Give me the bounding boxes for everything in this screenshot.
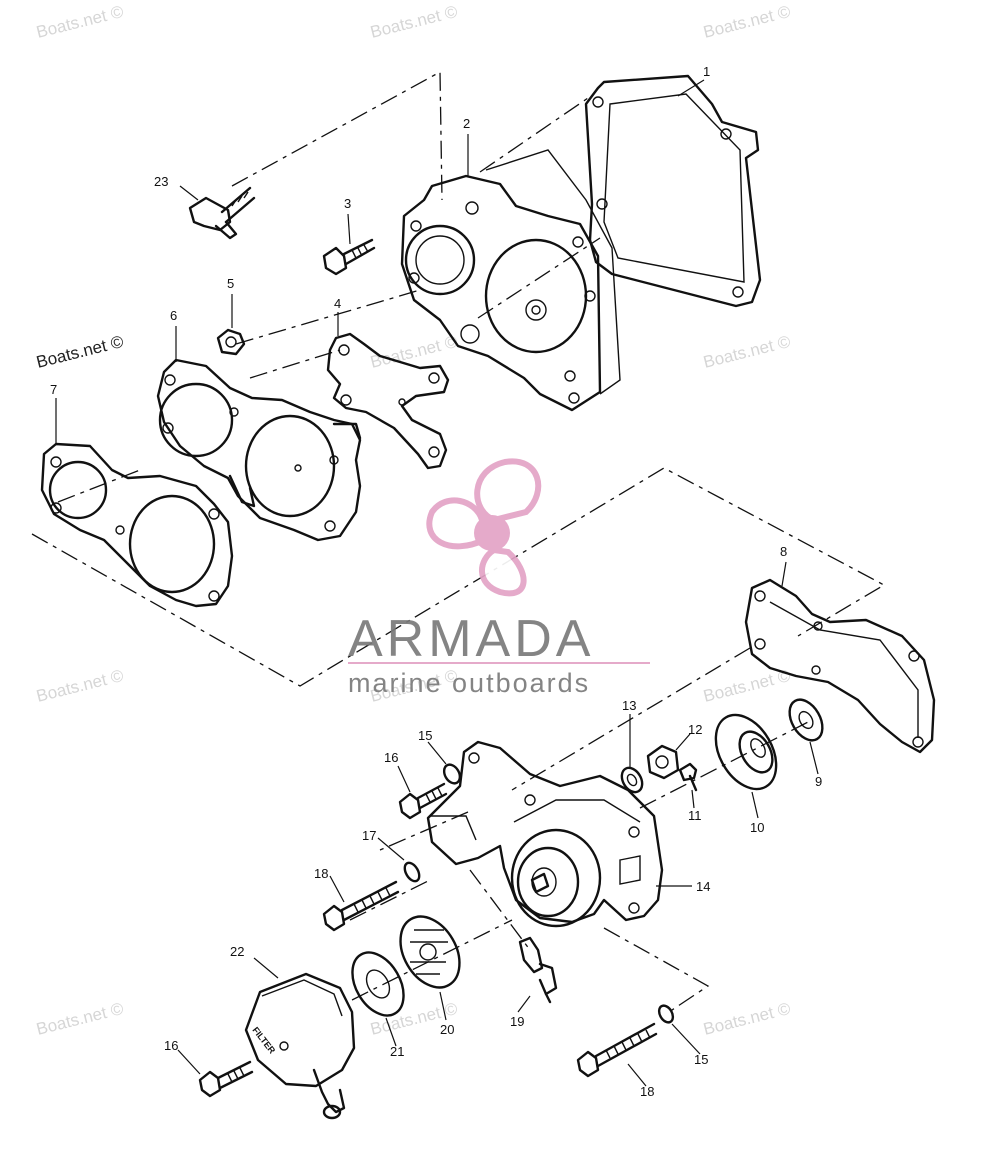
callout-8: 8 — [780, 544, 787, 559]
callout-3: 3 — [344, 196, 351, 211]
part-17-washer — [403, 861, 421, 883]
watermark: Boats.net © — [701, 332, 792, 372]
part-4-bracket — [326, 332, 450, 470]
part-13-washer — [620, 766, 644, 794]
watermarks: Boats.net © Boats.net © Boats.net © Boat… — [34, 2, 792, 1039]
assembly-lines — [31, 70, 886, 1015]
watermark: Boats.net © — [34, 999, 125, 1039]
watermark: Boats.net © — [368, 2, 459, 42]
callout-7: 7 — [50, 382, 57, 397]
part-6-pump-body — [156, 358, 362, 542]
callout-19: 19 — [510, 1014, 524, 1029]
callout-18-lower: 18 — [640, 1084, 654, 1099]
watermark: Boats.net © — [34, 332, 125, 372]
callout-13: 13 — [622, 698, 636, 713]
leader-lines — [55, 79, 819, 1087]
part-18-screw-lower — [576, 1022, 658, 1078]
watermark: Boats.net © — [34, 2, 125, 42]
watermark: Boats.net © — [701, 999, 792, 1039]
callout-18-upper: 18 — [314, 866, 328, 881]
part-14-housing — [426, 740, 664, 928]
part-9-washer — [788, 698, 824, 742]
callout-22: 22 — [230, 944, 244, 959]
callout-12: 12 — [688, 722, 702, 737]
propeller-icon — [426, 458, 542, 597]
part-19-fitting — [518, 936, 558, 1004]
callout-4: 4 — [334, 296, 341, 311]
part-21-washer — [351, 951, 405, 1017]
callout-20: 20 — [440, 1022, 454, 1037]
propeller-hub — [474, 515, 510, 551]
watermark: Boats.net © — [701, 2, 792, 42]
callout-23: 23 — [154, 174, 168, 189]
callout-6: 6 — [170, 308, 177, 323]
part-1-gasket — [584, 74, 762, 308]
part-18-screw-upper — [322, 880, 400, 932]
callout-1: 1 — [703, 64, 710, 79]
callout-9: 9 — [815, 774, 822, 789]
callout-15-lower: 15 — [694, 1052, 708, 1067]
callout-17: 17 — [362, 828, 376, 843]
callout-10: 10 — [750, 820, 764, 835]
part-8-gasket — [744, 578, 936, 754]
part-12-fitting — [646, 744, 680, 780]
part-15-washer-upper — [442, 763, 462, 785]
callout-5: 5 — [227, 276, 234, 291]
callout-21: 21 — [390, 1044, 404, 1059]
part-16-screw-upper — [398, 782, 448, 820]
part-2-pump-plate — [400, 149, 621, 412]
logo-divider — [348, 662, 650, 664]
part-7-gasket — [40, 442, 234, 608]
logo-tagline: marine outboards — [348, 668, 590, 698]
callout-2: 2 — [463, 116, 470, 131]
callout-16-upper: 16 — [384, 750, 398, 765]
part-20-impeller-plate — [399, 915, 461, 989]
callout-16-lower: 16 — [164, 1038, 178, 1053]
callout-14: 14 — [696, 879, 710, 894]
armada-logo: ARMADA marine outboards — [348, 458, 650, 698]
part-3-screw — [322, 238, 376, 276]
part-22-filter-cap: FILTER — [244, 972, 356, 1120]
part-16-screw-lower — [198, 1060, 254, 1098]
part-23-elbow-fitting — [188, 186, 256, 240]
part-11-screw — [678, 762, 698, 792]
part-15-washer-lower — [657, 1004, 675, 1024]
callout-11: 11 — [688, 808, 702, 823]
watermark: Boats.net © — [34, 666, 125, 706]
part-5-nut — [216, 328, 246, 356]
callout-labels: 1 2 3 4 5 6 7 8 9 10 11 12 13 14 15 15 1… — [50, 64, 822, 1099]
callout-15-upper: 15 — [418, 728, 432, 743]
part-10-seal — [714, 713, 778, 791]
logo-brand: ARMADA — [348, 610, 594, 668]
